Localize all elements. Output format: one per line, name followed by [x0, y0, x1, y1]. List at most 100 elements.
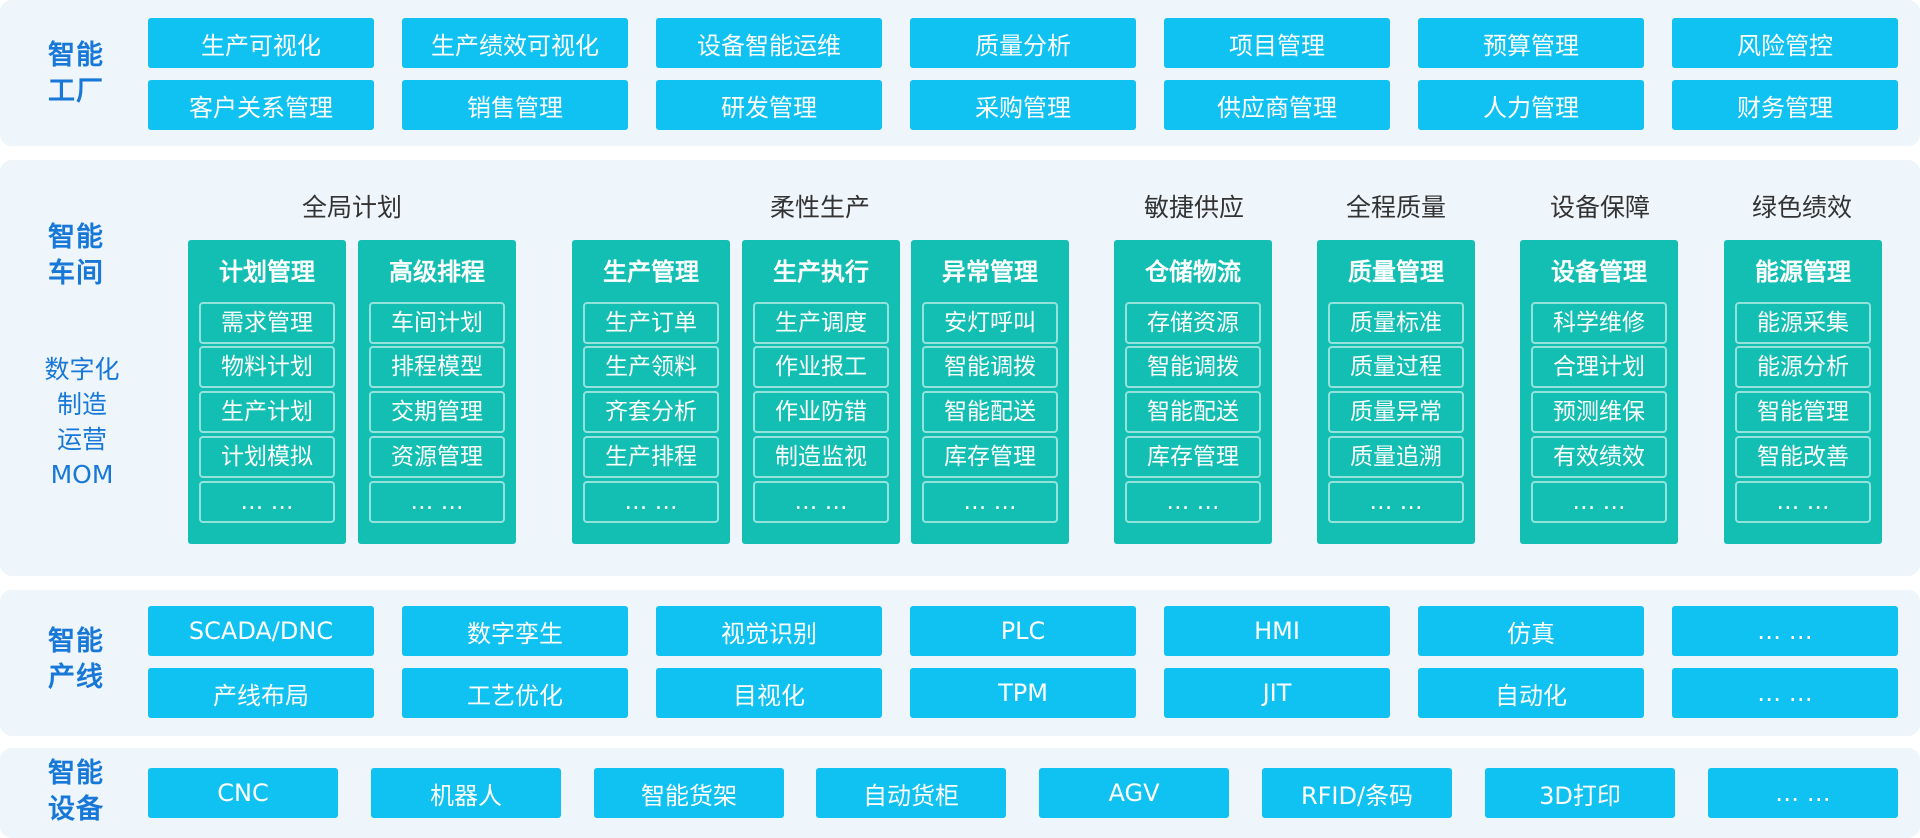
column-item[interactable]: … … [922, 481, 1058, 523]
line-button[interactable]: … … [1672, 668, 1898, 718]
column-item[interactable]: 智能调拨 [1125, 346, 1261, 388]
column-item[interactable]: 作业报工 [753, 346, 889, 388]
group-title-quality: 全程质量 [1345, 193, 1446, 222]
line-button[interactable]: TPM [910, 668, 1136, 718]
workshop-column[interactable]: 高级排程车间计划排程模型交期管理资源管理… … [358, 240, 516, 544]
label-line-1: 智能 [48, 40, 104, 71]
column-item[interactable]: 生产排程 [583, 436, 719, 478]
column-item[interactable]: 存储资源 [1125, 302, 1261, 344]
line-button[interactable]: PLC [910, 606, 1136, 656]
column-item[interactable]: 车间计划 [369, 302, 505, 344]
column-item[interactable]: 智能配送 [1125, 391, 1261, 433]
column-item[interactable]: 排程模型 [369, 346, 505, 388]
line-button[interactable]: HMI [1164, 606, 1390, 656]
equipment-button[interactable]: AGV [1039, 768, 1229, 818]
line-button[interactable]: JIT [1164, 668, 1390, 718]
mom-line-3: 运营 [56, 425, 107, 454]
smart-line-label: 智能 产线 [36, 624, 116, 696]
column-item[interactable]: … … [369, 481, 505, 523]
factory-button[interactable]: 人力管理 [1418, 80, 1644, 130]
column-item[interactable]: … … [753, 481, 889, 523]
line-button[interactable]: … … [1672, 606, 1898, 656]
line-button[interactable]: 目视化 [656, 668, 882, 718]
equipment-button[interactable]: 智能货架 [594, 768, 784, 818]
line-button[interactable]: 数字孪生 [402, 606, 628, 656]
factory-button[interactable]: 客户关系管理 [148, 80, 374, 130]
column-item[interactable]: … … [1531, 481, 1667, 523]
factory-button[interactable]: 质量分析 [910, 18, 1136, 68]
column-item[interactable]: 智能管理 [1735, 391, 1871, 433]
column-item[interactable]: 质量追溯 [1328, 436, 1464, 478]
workshop-column[interactable]: 能源管理能源采集能源分析智能管理智能改善… … [1724, 240, 1882, 544]
equipment-button[interactable]: 自动货柜 [816, 768, 1006, 818]
factory-button[interactable]: 财务管理 [1672, 80, 1898, 130]
line-button[interactable]: 产线布局 [148, 668, 374, 718]
equipment-button[interactable]: CNC [148, 768, 338, 818]
factory-button[interactable]: 生产绩效可视化 [402, 18, 628, 68]
column-item[interactable]: 能源分析 [1735, 346, 1871, 388]
factory-button[interactable]: 生产可视化 [148, 18, 374, 68]
column-item[interactable]: 生产订单 [583, 302, 719, 344]
column-item[interactable]: 智能调拨 [922, 346, 1058, 388]
column-item[interactable]: 生产领料 [583, 346, 719, 388]
group-title-global-plan: 全局计划 [301, 193, 402, 222]
column-item[interactable]: 作业防错 [753, 391, 889, 433]
group-title-equipment: 设备保障 [1549, 193, 1650, 222]
column-item[interactable]: 资源管理 [369, 436, 505, 478]
workshop-column[interactable]: 仓储物流存储资源智能调拨智能配送库存管理… … [1114, 240, 1272, 544]
line-button[interactable]: 自动化 [1418, 668, 1644, 718]
column-item[interactable]: 生产调度 [753, 302, 889, 344]
column-item[interactable]: … … [199, 481, 335, 523]
column-item[interactable]: 生产计划 [199, 391, 335, 433]
workshop-column[interactable]: 质量管理质量标准质量过程质量异常质量追溯… … [1317, 240, 1475, 544]
factory-button[interactable]: 风险管控 [1672, 18, 1898, 68]
factory-button[interactable]: 预算管理 [1418, 18, 1644, 68]
column-item[interactable]: 能源采集 [1735, 302, 1871, 344]
factory-button[interactable]: 销售管理 [402, 80, 628, 130]
workshop-column[interactable]: 生产执行生产调度作业报工作业防错制造监视… … [742, 240, 900, 544]
column-item[interactable]: 计划模拟 [199, 436, 335, 478]
column-item[interactable]: 质量标准 [1328, 302, 1464, 344]
line-button[interactable]: 视觉识别 [656, 606, 882, 656]
workshop-column[interactable]: 计划管理需求管理物料计划生产计划计划模拟… … [188, 240, 346, 544]
equipment-button[interactable]: … … [1708, 768, 1898, 818]
mom-label: 数字化 制造 运营 MOM [27, 352, 137, 492]
line-button[interactable]: 仿真 [1418, 606, 1644, 656]
column-item[interactable]: 预测维保 [1531, 391, 1667, 433]
column-item[interactable]: 安灯呼叫 [922, 302, 1058, 344]
column-item[interactable]: 科学维修 [1531, 302, 1667, 344]
workshop-column[interactable]: 异常管理安灯呼叫智能调拨智能配送库存管理… … [911, 240, 1069, 544]
column-title: 异常管理 [942, 258, 1038, 286]
column-item[interactable]: … … [583, 481, 719, 523]
column-item[interactable]: 齐套分析 [583, 391, 719, 433]
equipment-button[interactable]: RFID/条码 [1262, 768, 1452, 818]
column-item[interactable]: 智能配送 [922, 391, 1058, 433]
factory-button[interactable]: 研发管理 [656, 80, 882, 130]
factory-button[interactable]: 采购管理 [910, 80, 1136, 130]
column-item[interactable]: 交期管理 [369, 391, 505, 433]
column-item[interactable]: 有效绩效 [1531, 436, 1667, 478]
column-item[interactable]: … … [1125, 481, 1261, 523]
line-button[interactable]: SCADA/DNC [148, 606, 374, 656]
column-item[interactable]: 智能改善 [1735, 436, 1871, 478]
label-line-2: 工厂 [48, 76, 104, 107]
column-item[interactable]: 制造监视 [753, 436, 889, 478]
group-title-green: 绿色绩效 [1751, 193, 1852, 222]
workshop-column[interactable]: 生产管理生产订单生产领料齐套分析生产排程… … [572, 240, 730, 544]
column-item[interactable]: … … [1735, 481, 1871, 523]
column-item[interactable]: 合理计划 [1531, 346, 1667, 388]
column-item[interactable]: 质量过程 [1328, 346, 1464, 388]
factory-button[interactable]: 供应商管理 [1164, 80, 1390, 130]
factory-button[interactable]: 设备智能运维 [656, 18, 882, 68]
line-button[interactable]: 工艺优化 [402, 668, 628, 718]
column-item[interactable]: 库存管理 [1125, 436, 1261, 478]
column-item[interactable]: 物料计划 [199, 346, 335, 388]
equipment-button[interactable]: 机器人 [371, 768, 561, 818]
column-item[interactable]: … … [1328, 481, 1464, 523]
factory-button[interactable]: 项目管理 [1164, 18, 1390, 68]
column-item[interactable]: 库存管理 [922, 436, 1058, 478]
column-item[interactable]: 需求管理 [199, 302, 335, 344]
workshop-column[interactable]: 设备管理科学维修合理计划预测维保有效绩效… … [1520, 240, 1678, 544]
column-item[interactable]: 质量异常 [1328, 391, 1464, 433]
equipment-button[interactable]: 3D打印 [1485, 768, 1675, 818]
